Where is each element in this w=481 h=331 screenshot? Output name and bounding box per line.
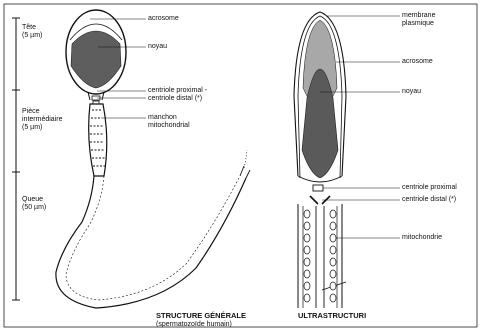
label-centriole-distal-right: centriole distal (*) (402, 196, 456, 204)
scale-bar (12, 18, 20, 300)
sperm-general (56, 10, 250, 308)
caption-left-title: STRUCTURE GÉNÉRALE (156, 312, 246, 320)
midpiece-outline (89, 104, 107, 176)
label-mitochondrie: mitochondrie (402, 234, 442, 242)
tail-inner (66, 176, 240, 300)
scale-midpiece: Pièce intermédiaire (5 µm) (22, 108, 62, 132)
caption-left-subtitle: (spermatozoïde humain) (156, 321, 232, 329)
mitochondria (304, 210, 336, 302)
tail-outer (56, 176, 246, 308)
label-membrane-plasmique: membrane plasmique (402, 12, 435, 28)
caption-right-title: ULTRASTRUCTURI (298, 312, 366, 320)
scale-head: Tête (5 µm) (22, 24, 42, 40)
label-noyau-right: noyau (402, 88, 421, 96)
nucleus (71, 31, 121, 88)
scale-tail: Queue (50 µm) (22, 196, 46, 212)
sperm-ultrastructure (294, 12, 346, 308)
label-acrosome-left: acrosome (148, 15, 179, 23)
centriole-proximal (313, 185, 323, 191)
label-manchon-mitochondrial: manchon mitochondrial (148, 114, 190, 130)
label-noyau-left: noyau (148, 43, 167, 51)
label-acrosome-right: acrosome (402, 58, 433, 66)
label-centriole-distal-left: centriole distal (*) (148, 95, 202, 103)
label-centriole-proximal-left: centriole proximal - (148, 87, 207, 95)
label-centriole-proximal-right: centriole proximal (402, 184, 457, 192)
